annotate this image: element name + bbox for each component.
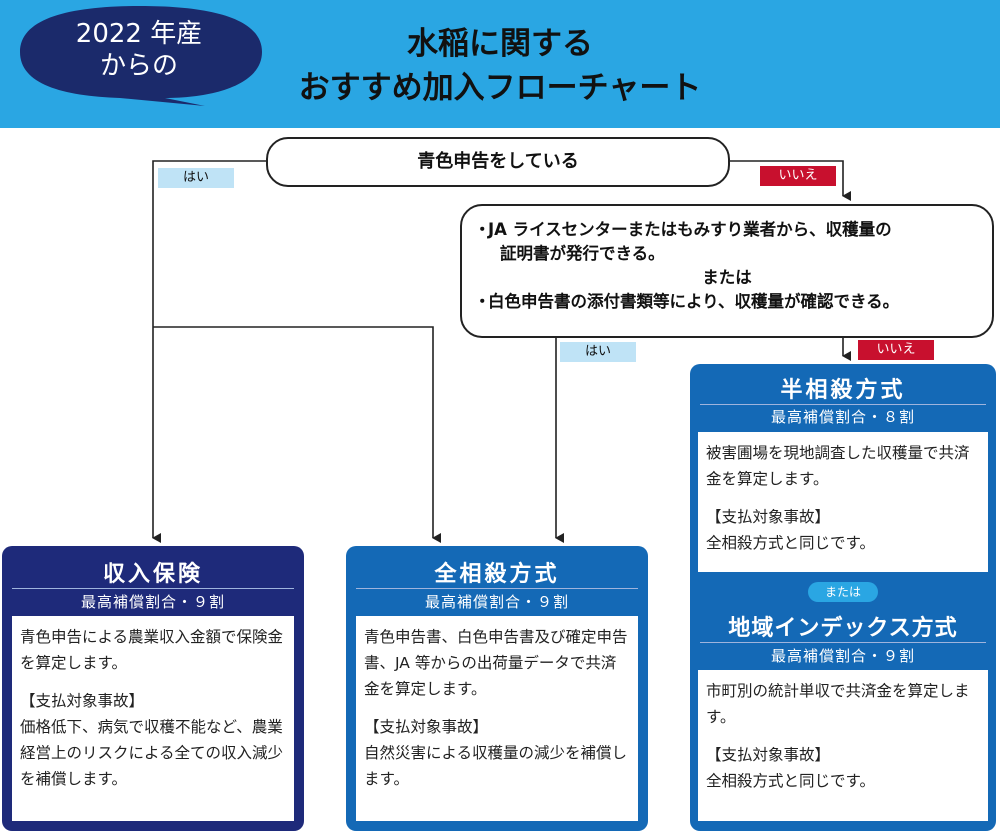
panel-half-offset-group: 半相殺方式 最高補償割合・８割 被害圃場を現地調査した収穫量で共済金を算定します… [690, 364, 996, 831]
bullet: ・ [474, 292, 491, 311]
panel-income-insurance: 収入保険 最高補償割合・９割 青色申告による農業収入金額で保険金を算定します。 … [2, 546, 304, 831]
bullet: ・ [474, 220, 491, 239]
page-title-line2: おすすめ加入フローチャート [298, 70, 702, 106]
divider [700, 404, 986, 405]
accident-text: 価格低下、病気で収穫不能など、農業経営上のリスクによる全ての収入減少を補償します… [20, 718, 284, 788]
accident-label: 【支払対象事故】 [706, 508, 831, 526]
panel-full-offset: 全相殺方式 最高補償割合・９割 青色申告書、白色申告書及び確定申告書、JA 等か… [346, 546, 648, 831]
page-title-line1: 水稲に関する [407, 26, 593, 62]
badge-from: からの [99, 51, 178, 81]
panel-desc: 青色申告による農業収入金額で保険金を算定します。 [20, 628, 284, 672]
accident-text: 自然災害による収穫量の減少を補償します。 [364, 744, 628, 788]
panel-desc: 市町別の統計単収で共済金を算定します。 [706, 682, 970, 726]
yes-tag-yield-proof: はい [560, 342, 636, 362]
accident-label: 【支払対象事故】 [364, 718, 489, 736]
no-tag-blue-return: いいえ [760, 166, 836, 186]
yes-tag-blue-return: はい [158, 168, 234, 188]
divider [700, 642, 986, 643]
condition-line1a: JA ライスセンターまたはもみすり業者から、収穫量の [488, 220, 892, 239]
no-tag-yield-proof: いいえ [858, 340, 934, 360]
panel-title: 半相殺方式 [780, 378, 906, 403]
accident-label: 【支払対象事故】 [706, 746, 831, 764]
decision-yield-proof: ・ JA ライスセンターまたはもみすり業者から、収穫量の 証明書が発行できる。 … [460, 204, 994, 338]
condition-line1b: 証明書が発行できる。 [500, 244, 665, 263]
decision-blue-return: 青色申告をしている [266, 137, 730, 187]
panel-title: 収入保険 [102, 562, 203, 587]
panel-rate: 最高補償割合・９割 [80, 593, 225, 611]
panel-desc: 青色申告書、白色申告書及び確定申告書、JA 等からの出荷量データで共済金を算定し… [364, 628, 628, 698]
condition-or: または [702, 268, 752, 287]
panel-body: 青色申告書、白色申告書及び確定申告書、JA 等からの出荷量データで共済金を算定し… [356, 616, 638, 821]
accident-text: 全相殺方式と同じです。 [706, 534, 875, 552]
divider [12, 588, 294, 589]
panel-body: 市町別の統計単収で共済金を算定します。 【支払対象事故】 全相殺方式と同じです。 [698, 670, 988, 821]
condition-line2: 白色申告書の添付書類等により、収穫量が確認できる。 [488, 292, 900, 311]
divider [356, 588, 638, 589]
panel-body: 青色申告による農業収入金額で保険金を算定します。 【支払対象事故】 価格低下、病… [12, 616, 294, 821]
panel-rate: 最高補償割合・８割 [770, 408, 915, 426]
accident-text: 全相殺方式と同じです。 [706, 772, 875, 790]
panel-title-regional-index: 地域インデックス方式 [728, 616, 958, 641]
panel-desc: 被害圃場を現地調査した収穫量で共済金を算定します。 [706, 444, 970, 488]
panel-rate: 最高補償割合・９割 [770, 647, 915, 665]
badge-bubble [20, 6, 262, 106]
panel-body: 被害圃場を現地調査した収穫量で共済金を算定します。 【支払対象事故】 全相殺方式… [698, 432, 988, 572]
badge-year: 2022 年産 [75, 19, 203, 49]
panel-title: 全相殺方式 [434, 562, 560, 587]
or-badge: または [808, 582, 878, 602]
panel-rate: 最高補償割合・９割 [424, 593, 569, 611]
accident-label: 【支払対象事故】 [20, 692, 145, 710]
